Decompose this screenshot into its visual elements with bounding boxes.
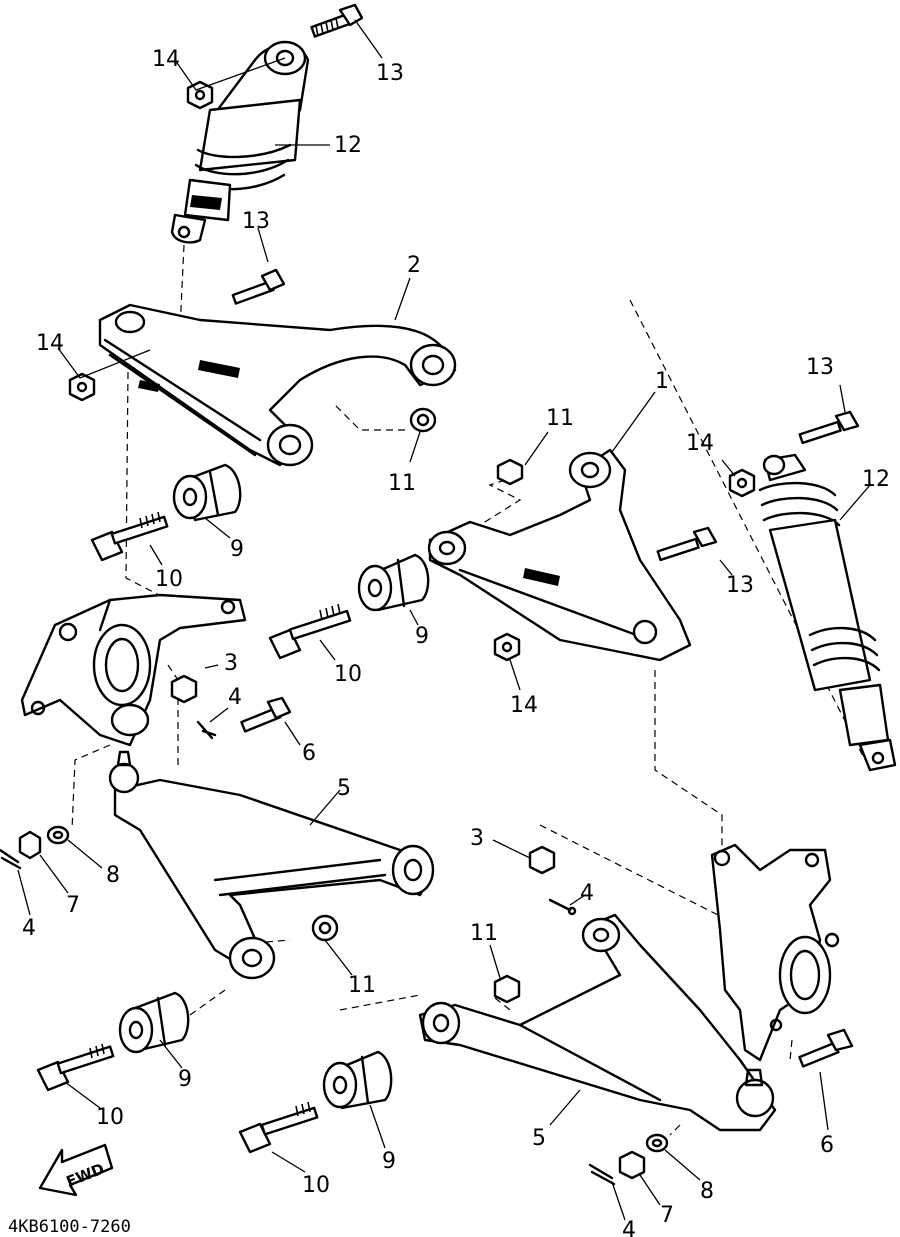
bushing-9-b — [357, 553, 430, 612]
callout-6: 6 — [302, 741, 316, 766]
callout-11: 11 — [388, 471, 416, 496]
callout-13: 13 — [726, 573, 754, 598]
callout-10: 10 — [334, 662, 362, 687]
bolt-6-b — [798, 1028, 854, 1068]
callout-9: 9 — [230, 537, 244, 562]
callout-4: 4 — [580, 881, 594, 906]
castle-nut-3-b — [528, 845, 556, 875]
bolt-13-right-arm — [656, 526, 718, 562]
callout-12: 12 — [334, 133, 362, 158]
callout-8: 8 — [700, 1179, 714, 1204]
collar-11-d — [493, 974, 521, 1004]
callout-4: 4 — [22, 916, 36, 941]
callout-9: 9 — [415, 624, 429, 649]
callout-3: 3 — [470, 826, 484, 851]
callout-5: 5 — [532, 1126, 546, 1151]
callout-1: 1 — [655, 369, 669, 394]
steering-knuckle-left — [20, 593, 247, 747]
callout-5: 5 — [337, 776, 351, 801]
bushing-9-c — [118, 991, 190, 1054]
bolt-10-b — [268, 603, 352, 660]
callout-labels: 14 13 12 13 2 14 11 9 10 1 11 13 14 12 1… — [22, 47, 890, 1237]
callout-14: 14 — [152, 47, 180, 72]
washer-8-a — [46, 825, 70, 845]
nut-7-a — [18, 830, 42, 860]
washer-8-b — [645, 1133, 669, 1153]
callout-11: 11 — [348, 973, 376, 998]
bushing-9-d — [322, 1050, 393, 1110]
bolt-10-c — [36, 1043, 115, 1092]
callout-11: 11 — [546, 406, 574, 431]
callout-8: 8 — [106, 863, 120, 888]
callout-13: 13 — [376, 61, 404, 86]
callout-12: 12 — [862, 467, 890, 492]
nut-14-top — [186, 80, 214, 110]
fwd-arrow-icon: FWD — [38, 1143, 114, 1197]
nut-14-d — [728, 468, 756, 498]
callout-10: 10 — [155, 567, 183, 592]
cotter-pin-4-d — [588, 1163, 616, 1186]
collar-11-b — [496, 458, 524, 486]
callout-7: 7 — [660, 1203, 674, 1228]
callout-13: 13 — [806, 355, 834, 380]
collar-11-c — [311, 914, 339, 942]
callout-3: 3 — [224, 651, 238, 676]
callout-11: 11 — [470, 921, 498, 946]
steering-knuckle-right — [710, 843, 840, 1062]
callout-10: 10 — [96, 1105, 124, 1130]
callout-9: 9 — [178, 1067, 192, 1092]
callout-4: 4 — [622, 1218, 636, 1237]
castle-nut-3-a — [170, 674, 198, 704]
cotter-pin-4-c — [548, 898, 577, 916]
callout-14: 14 — [36, 331, 64, 356]
cotter-pin-4-b — [0, 848, 22, 870]
callout-7: 7 — [66, 893, 80, 918]
shock-absorber-right — [758, 453, 897, 772]
shock-absorber-left — [170, 40, 310, 244]
callout-2: 2 — [407, 253, 421, 278]
callout-10: 10 — [302, 1173, 330, 1198]
callout-14: 14 — [510, 693, 538, 718]
drawing-code: 4KB6100-7260 — [8, 1217, 131, 1237]
upper-arm-left — [98, 303, 457, 467]
bolt-13-top — [310, 3, 364, 38]
bolt-10-d — [238, 1101, 319, 1154]
callout-13: 13 — [242, 209, 270, 234]
lower-arm-left — [108, 750, 435, 980]
collar-11-a — [409, 407, 437, 433]
assembly-guide-lines — [71, 244, 866, 1136]
bolt-6-a — [240, 696, 292, 733]
cotter-pin-4-a — [196, 720, 217, 740]
callout-6: 6 — [820, 1133, 834, 1158]
callout-4: 4 — [228, 685, 242, 710]
callout-leader-lines — [17, 19, 871, 1221]
callout-9: 9 — [382, 1149, 396, 1174]
nut-7-b — [618, 1150, 646, 1180]
lower-arm-right — [418, 913, 777, 1132]
callout-14: 14 — [686, 431, 714, 456]
bushing-9-a — [172, 463, 242, 522]
nut-14-c — [493, 632, 521, 662]
bolt-13-right-shock — [798, 410, 860, 445]
bolt-13-upper-arm-left — [231, 268, 286, 305]
nut-14-left — [68, 372, 96, 402]
upper-arm-right — [427, 448, 692, 662]
bolt-10-a — [90, 511, 169, 562]
